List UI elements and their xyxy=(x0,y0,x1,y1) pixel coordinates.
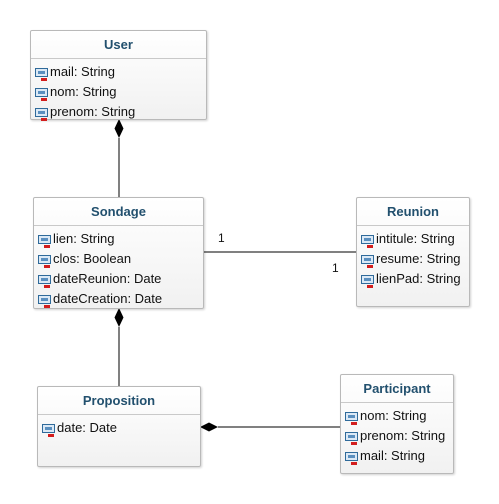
class-participant-attribute: mail: String xyxy=(341,446,453,466)
class-sondage-name: Sondage xyxy=(34,198,203,226)
class-sondage-attribute: dateReunion: Date xyxy=(34,269,203,289)
class-user-attribute: nom: String xyxy=(31,82,206,102)
class-participant-attribute: prenom: String xyxy=(341,426,453,446)
class-user-attribute: mail: String xyxy=(31,62,206,82)
sondage-reunion-multiplicity-target: 1 xyxy=(332,261,339,275)
attribute-icon xyxy=(42,424,55,437)
proposition-participant-diamond-icon xyxy=(200,422,218,432)
attribute-icon xyxy=(35,108,48,121)
attribute-icon xyxy=(38,295,51,308)
attribute-icon xyxy=(38,235,51,248)
class-sondage-attribute: dateCreation: Date xyxy=(34,289,203,309)
class-proposition-attribute: date: Date xyxy=(38,418,200,438)
attribute-icon xyxy=(345,412,358,425)
class-reunion-name: Reunion xyxy=(357,198,469,226)
attribute-icon xyxy=(361,255,374,268)
class-reunion[interactable]: Reunion intitule: String resume: String … xyxy=(356,197,470,307)
attribute-icon xyxy=(35,68,48,81)
class-proposition-name: Proposition xyxy=(38,387,200,415)
class-participant[interactable]: Participant nom: String prenom: String m… xyxy=(340,374,454,474)
class-user-attribute: prenom: String xyxy=(31,102,206,122)
class-sondage[interactable]: Sondage lien: String clos: Boolean dateR… xyxy=(33,197,204,309)
attribute-icon xyxy=(35,88,48,101)
class-proposition[interactable]: Proposition date: Date xyxy=(37,386,201,467)
attribute-icon xyxy=(345,432,358,445)
class-reunion-attribute: lienPad: String xyxy=(357,269,469,289)
class-participant-name: Participant xyxy=(341,375,453,403)
class-participant-attribute: nom: String xyxy=(341,406,453,426)
attribute-icon xyxy=(38,275,51,288)
sondage-reunion-multiplicity-source: 1 xyxy=(218,231,225,245)
class-sondage-attribute: clos: Boolean xyxy=(34,249,203,269)
sondage-proposition-diamond-icon xyxy=(114,308,124,327)
class-user[interactable]: User mail: String nom: String prenom: St… xyxy=(30,30,207,122)
attribute-icon xyxy=(345,452,358,465)
attribute-icon xyxy=(38,255,51,268)
class-reunion-attribute: intitule: String xyxy=(357,229,469,249)
attribute-icon xyxy=(361,235,374,248)
class-sondage-attribute: lien: String xyxy=(34,229,203,249)
attribute-icon xyxy=(361,275,374,288)
class-user-name: User xyxy=(31,31,206,59)
user-sondage-diamond-icon xyxy=(114,119,124,138)
class-reunion-attribute: resume: String xyxy=(357,249,469,269)
